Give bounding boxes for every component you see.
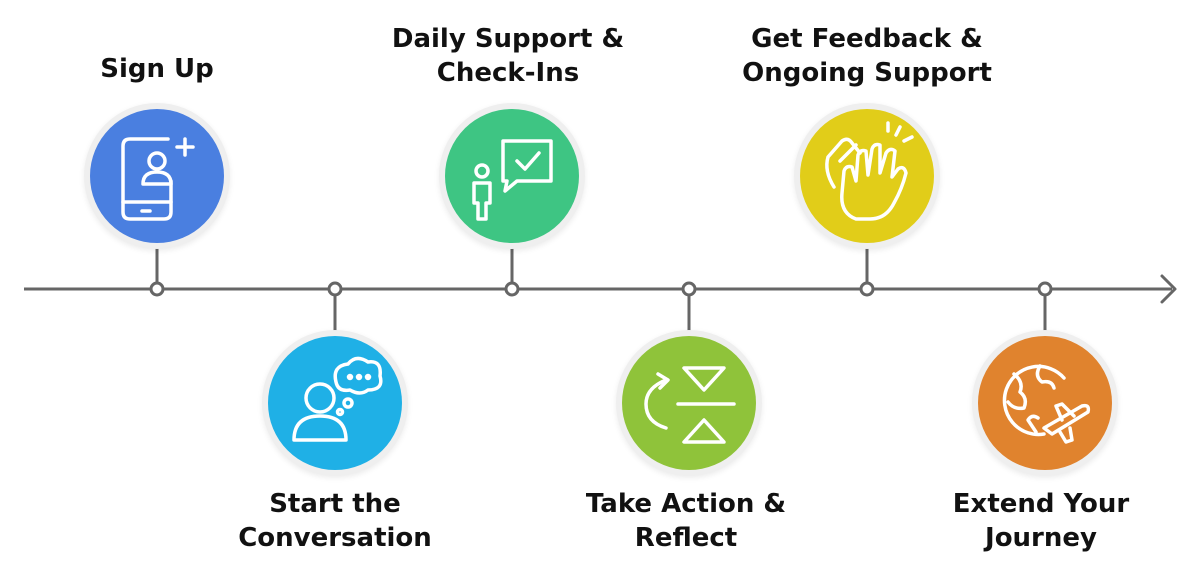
node-dot-3 [504,281,520,297]
step-label-take-action: Take Action & Reflect [536,487,836,555]
step-circle-sign-up [90,109,224,243]
step-circle-start-conversation [268,336,402,470]
step-label-start-conversation: Start the Conversation [185,487,485,555]
step-label-daily-support: Daily Support & Check-Ins [358,22,658,90]
step-label-line: Daily Support & [391,24,625,54]
person-thought-bubble-icon [292,356,383,442]
timeline-arrowhead [1160,274,1177,304]
step-circle-extend-journey [978,336,1112,470]
step-label-line: Ongoing Support [742,58,992,88]
node-dot-4 [681,281,697,297]
step-label-line: Reflect [634,523,738,553]
step-label-line: Extend Your [952,489,1130,519]
step-circle-take-action [622,336,756,470]
phone-add-user-icon [121,137,195,221]
clapping-hands-icon [825,121,914,221]
step-circle-daily-support [445,109,579,243]
node-dot-2 [327,281,343,297]
node-dot-6 [1037,281,1053,297]
reflect-arrows-icon [644,366,736,444]
step-label-line: Start the [269,489,401,519]
step-label-line: Take Action & [585,489,787,519]
person-chat-check-icon [472,139,553,221]
step-label-sign-up: Sign Up [7,52,307,86]
globe-airplane-icon [1002,364,1091,444]
step-label-get-feedback: Get Feedback & Ongoing Support [717,22,1017,90]
step-label-line: Sign Up [100,54,214,84]
step-label-line: Conversation [238,523,432,553]
step-circle-get-feedback [800,109,934,243]
step-label-line: Journey [985,523,1097,553]
step-label-line: Get Feedback & [751,24,983,54]
node-dot-1 [149,281,165,297]
node-dot-5 [859,281,875,297]
step-label-line: Check-Ins [436,58,580,88]
step-label-extend-journey: Extend Your Journey [891,487,1191,555]
